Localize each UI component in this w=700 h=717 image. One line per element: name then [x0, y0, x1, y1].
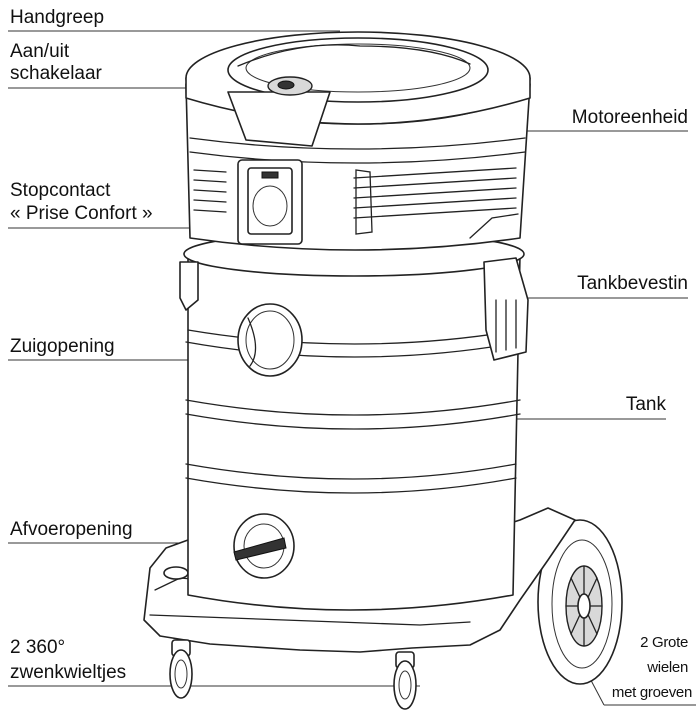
label-tankbevestin: Tankbevestin — [577, 273, 688, 294]
label-zuigopening: Zuigopening — [10, 336, 115, 357]
swivel-castors — [169, 639, 417, 710]
label-aan-uit-1: Aan/uit — [10, 41, 70, 62]
label-stopcontact-2: « Prise Confort » — [10, 203, 153, 224]
label-stopcontact-1: Stopcontact — [10, 180, 111, 201]
label-motoreenheid: Motoreenheid — [571, 107, 688, 128]
label-aan-uit-2: schakelaar — [10, 63, 102, 84]
label-wielen-2: wielen — [647, 659, 688, 676]
rear-wheel — [537, 519, 623, 685]
vent-slots-left — [193, 169, 227, 213]
label-tank: Tank — [625, 394, 666, 415]
socket-outlet — [237, 159, 303, 245]
label-handgreep: Handgreep — [10, 7, 105, 28]
vent-slots-right — [353, 167, 517, 219]
label-wielen-3: met groeven — [611, 684, 692, 701]
lid-with-handle — [185, 31, 531, 147]
suction-inlet — [237, 303, 303, 377]
label-wielen-1: 2 Grote — [640, 634, 688, 651]
tank-clamps — [179, 257, 529, 361]
label-zwenkwiel-1: 2 360° — [10, 637, 66, 658]
label-zwenkwiel-2: zwenkwieltjes — [10, 662, 127, 683]
drain-outlet — [233, 513, 295, 579]
label-afvoeropening: Afvoeropening — [10, 519, 133, 540]
